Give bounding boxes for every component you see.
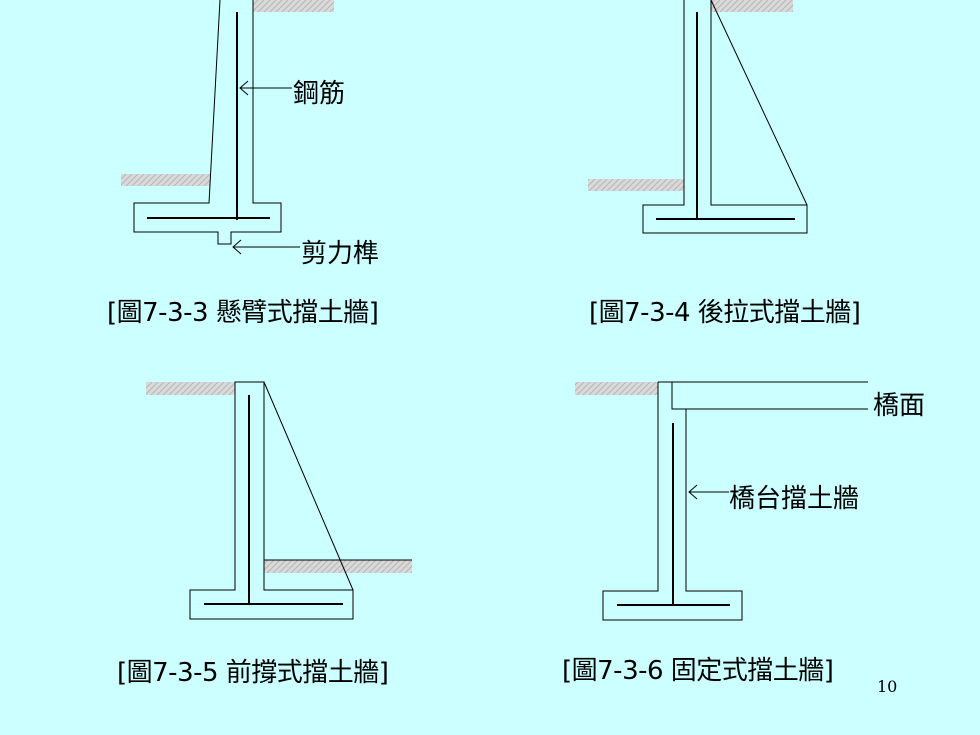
bridge-deck-label: 橋面 bbox=[873, 391, 926, 421]
figure-counterfort-wall bbox=[588, 0, 808, 234]
abutment-arrowhead bbox=[688, 484, 698, 500]
shear-key-arrowhead bbox=[232, 239, 242, 255]
abutment-wall-label: 橋台擋土牆 bbox=[729, 484, 860, 514]
rebar-arrowhead bbox=[239, 80, 249, 96]
wall-outline bbox=[133, 0, 282, 245]
figure-cantilever-wall bbox=[121, 0, 334, 255]
wall-outline bbox=[602, 382, 743, 621]
ground-hatch-front bbox=[264, 560, 412, 573]
caption-fig-7-3-3: [圖7-3-3 懸臂式擋土牆] bbox=[107, 298, 379, 328]
counterfort-brace bbox=[710, 0, 808, 206]
wall-outline bbox=[642, 0, 808, 234]
buttress-brace bbox=[263, 381, 354, 591]
ground-hatch-retained bbox=[575, 382, 658, 395]
ground-hatch-front bbox=[588, 179, 684, 191]
bridge-deck-outline bbox=[658, 381, 868, 410]
wall-outline bbox=[189, 381, 354, 620]
caption-fig-7-3-4: [圖7-3-4 後拉式擋土牆] bbox=[589, 298, 861, 328]
ground-hatch-retained bbox=[253, 0, 334, 12]
rebar-label: 鋼筋 bbox=[293, 79, 346, 109]
ground-hatch-front bbox=[121, 174, 210, 186]
caption-fig-7-3-5: [圖7-3-5 前撐式擋土牆] bbox=[117, 658, 389, 688]
shear-key-label: 剪力榫 bbox=[301, 239, 380, 269]
ground-hatch-retained bbox=[711, 0, 793, 12]
page-number: 10 bbox=[877, 677, 898, 696]
caption-fig-7-3-6: [圖7-3-6 固定式擋土牆] bbox=[562, 656, 834, 686]
ground-hatch-retained bbox=[146, 382, 235, 395]
figure-fixed-wall bbox=[575, 381, 868, 621]
figure-buttress-wall bbox=[146, 381, 412, 620]
